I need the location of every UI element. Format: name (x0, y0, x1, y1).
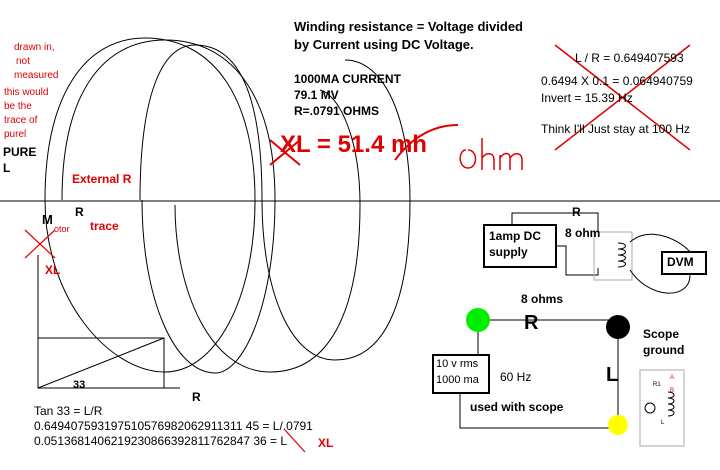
ac-source-line-1: 10 v rms (436, 358, 479, 370)
ohm-handwritten (459, 138, 523, 170)
motor-r: R (75, 205, 84, 219)
xl-strike-x2 (269, 139, 301, 166)
formula-xl: XL (318, 436, 334, 450)
mini-label-a: A (670, 375, 675, 381)
calc-cross-2 (554, 44, 691, 151)
mini-label-r1: R1 (653, 382, 661, 388)
triangle-hypotenuse (37, 337, 165, 389)
xl-big: XL = 51.4 mh (280, 131, 427, 158)
trace-label: trace (90, 219, 119, 233)
note-line-2: by Current using DC Voltage. (294, 37, 474, 52)
formula-tan: Tan 33 = L/R (34, 404, 103, 418)
scope-ground-1: Scope (643, 327, 680, 341)
dvm-lead-2 (629, 269, 691, 294)
dvm-label: DVM (667, 255, 694, 269)
mh-strike (394, 124, 459, 161)
external-r-label: External R (72, 172, 132, 186)
graph-r-label: R (192, 390, 201, 404)
mini-label-l: L (661, 420, 665, 426)
ac-r-label: R (524, 312, 539, 334)
ac-wire-bottom (459, 393, 618, 429)
trace-ellipse-1 (44, 37, 256, 373)
mini-label-b: B (670, 388, 675, 394)
calc-ratio: L / R = 0.649407593 (575, 51, 684, 65)
green-probe (466, 308, 490, 332)
formula-line-3: 0.0513681406219230866392811762847 36 = L (34, 434, 288, 448)
trace-note-1: this would (4, 87, 49, 98)
pure-label-2: L (3, 161, 11, 175)
trace-note-4: purel (4, 129, 27, 140)
trace-ellipse-3 (139, 44, 411, 361)
calc-product: 0.6494 X 0.1 = 0.064940759 (541, 74, 693, 88)
mini-coil (667, 391, 675, 417)
dc-supply-line-2: supply (489, 245, 528, 259)
trace-note-2: be the (4, 101, 32, 112)
drawn-note-1: drawn in, (14, 42, 55, 53)
trace-ellipse-2 (61, 39, 276, 374)
formula-line-2: 0.649407593197510576982062911311 45 = L/… (34, 419, 313, 433)
note-resistance: R=.0791 OHMS (294, 104, 380, 118)
dc-supply-line-1: 1amp DC (489, 229, 542, 243)
dc-below-label: 8 ohms (521, 292, 564, 306)
l-strike-2 (24, 229, 56, 259)
ac-source-box (432, 354, 490, 394)
calc-invert: Invert = 15.39 Hz (541, 91, 633, 105)
dvm-box (661, 251, 707, 275)
yellow-probe (608, 415, 628, 435)
trace-ellipse-4 (174, 89, 361, 373)
lissajous-trace (44, 37, 411, 374)
dc-wire-bottom (556, 245, 599, 276)
motor-otor: otor (54, 224, 70, 234)
note-voltage: 79.1 MV (294, 88, 339, 102)
black-probe (606, 315, 630, 339)
drawn-note-2: not (16, 56, 30, 67)
inductor-box (593, 231, 633, 281)
scope-ground-2: ground (643, 343, 685, 357)
angle-label: 33 (73, 379, 86, 391)
motor-m: M (42, 212, 53, 227)
ac-l-label: L (606, 364, 619, 386)
drawn-note-3: measured (14, 70, 59, 81)
dc-r-label: R (572, 205, 581, 219)
note-current: 1000MA CURRENT (294, 72, 401, 86)
note-line-1: Winding resistance = Voltage divided (294, 19, 523, 34)
calc-stay: Think I'll Just stay at 100 Hz (541, 122, 691, 136)
trace-note-3: trace of (4, 115, 38, 126)
ac-source-line-2: 1000 ma (436, 374, 479, 386)
formula-l-strike (284, 429, 306, 453)
mini-schematic (639, 369, 685, 447)
dc-r-value: 8 ohm (565, 226, 601, 240)
dc-wire-top (511, 212, 599, 232)
used-with-scope: used with scope (470, 400, 564, 414)
pure-label-1: PURE (3, 145, 37, 159)
triangle-box (37, 337, 165, 389)
inductor-coil (617, 242, 626, 268)
xl-left-label: XL (45, 263, 61, 277)
ac-freq: 60 Hz (500, 370, 532, 384)
dc-circuit (483, 212, 707, 294)
mini-source (644, 402, 656, 414)
dvm-lead-1 (629, 233, 691, 253)
